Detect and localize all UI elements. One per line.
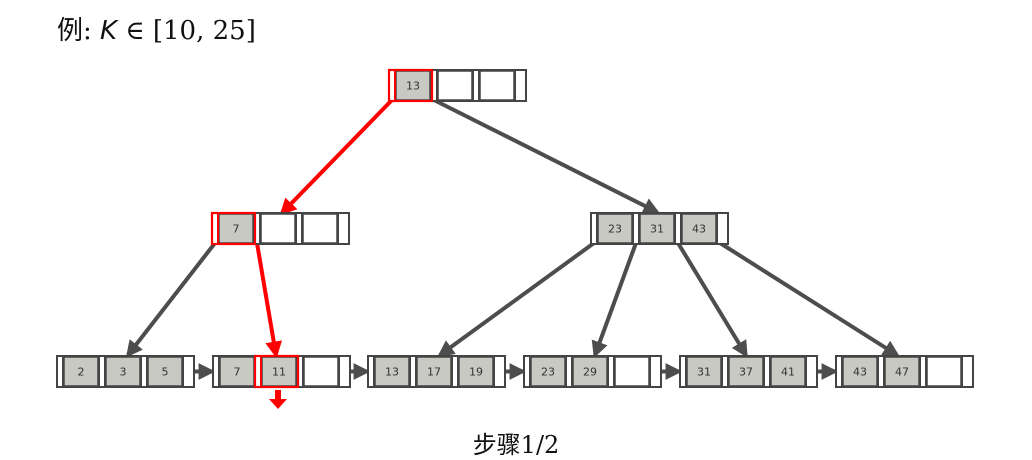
- tree-edge-i0-l0: [125, 241, 217, 358]
- key-slot: [728, 356, 764, 387]
- key-label: 29: [583, 366, 597, 379]
- root-node-root: 13: [387, 68, 527, 103]
- key-label: 43: [853, 366, 867, 379]
- key-slot: [105, 356, 141, 387]
- key-label: 47: [895, 366, 909, 379]
- key-slot: [147, 356, 183, 387]
- key-slot: [597, 213, 633, 244]
- key-slot: [686, 356, 722, 387]
- title-range: ∈ [10, 25]: [117, 16, 256, 46]
- tree-edge-i0-l1: [255, 242, 283, 359]
- empty-key-slot: [303, 356, 339, 387]
- leaf-node-l0: 2 3 5: [56, 355, 195, 388]
- key-label: 2: [78, 366, 85, 379]
- key-label: 31: [650, 223, 664, 236]
- key-slot: [416, 356, 452, 387]
- key-label: 11: [272, 366, 286, 379]
- search-highlight: [253, 354, 300, 389]
- empty-key-slot: [437, 70, 473, 101]
- key-label: 13: [385, 366, 399, 379]
- tree-edge-i1-l4: [676, 241, 748, 358]
- key-label: 17: [427, 366, 441, 379]
- empty-key-slot: [926, 356, 962, 387]
- key-slot: [770, 356, 806, 387]
- leaf-node-l2: 13 17 19: [367, 355, 506, 388]
- key-label: 31: [697, 366, 711, 379]
- leaf-node-l4: 31 37 41: [679, 355, 818, 388]
- title-variable: K: [100, 16, 118, 46]
- key-label: 7: [234, 366, 241, 379]
- tree-edge-root-i1: [433, 98, 661, 214]
- key-slot: [63, 356, 99, 387]
- leaf-node-l5: 43 47: [835, 355, 974, 388]
- scan-down-arrow-icon: [269, 390, 287, 409]
- internal-node-i1: 23 31 43: [590, 212, 729, 245]
- key-label: 41: [781, 366, 795, 379]
- leaf-node-l3: 23 29: [523, 355, 662, 388]
- key-label: 37: [739, 366, 753, 379]
- tree-edge-i1-l2: [437, 241, 596, 357]
- title-prefix: 例:: [57, 16, 101, 46]
- key-slot: [458, 356, 494, 387]
- internal-node-i0: 7: [210, 211, 350, 246]
- key-label: 3: [120, 366, 127, 379]
- empty-key-slot: [302, 213, 338, 244]
- key-label: 19: [469, 366, 483, 379]
- key-label: 13: [406, 80, 420, 93]
- key-label: 5: [162, 366, 169, 379]
- search-highlight: [210, 211, 257, 246]
- tree-edge-i1-l3: [591, 242, 638, 359]
- key-slot: [639, 213, 675, 244]
- leaf-node-l1: 7 11: [212, 354, 351, 389]
- empty-key-slot: [614, 356, 650, 387]
- empty-key-slot: [479, 70, 515, 101]
- step-caption: 步骤1/2: [472, 431, 560, 459]
- key-label: 7: [233, 223, 240, 236]
- search-highlight: [387, 68, 434, 103]
- example-title: 例: K ∈ [10, 25]: [57, 10, 256, 47]
- empty-key-slot: [260, 213, 296, 244]
- key-slot: [842, 356, 878, 387]
- tree-edge-root-i0: [279, 98, 394, 216]
- key-label: 23: [541, 366, 555, 379]
- key-label: 43: [692, 223, 706, 236]
- key-slot: [530, 356, 566, 387]
- key-label: 23: [608, 223, 622, 236]
- tree-edge-i1-l5: [718, 241, 900, 357]
